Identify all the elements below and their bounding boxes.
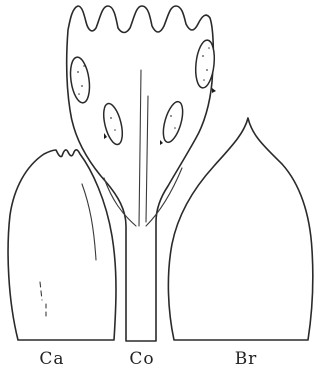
bract-label: Br — [235, 349, 258, 369]
anther — [194, 39, 217, 89]
calyx-drawing — [8, 150, 116, 340]
anther — [160, 100, 187, 145]
style-line — [146, 96, 148, 222]
filament-line — [146, 168, 182, 226]
style-line — [139, 70, 141, 226]
anther-speckles — [77, 47, 210, 131]
calyx-outline — [8, 150, 116, 340]
anther-base-mark — [212, 88, 216, 93]
anther — [68, 56, 92, 104]
calyx-label: Ca — [39, 349, 64, 369]
calyx-vein — [40, 282, 42, 300]
corolla-drawing — [67, 6, 217, 341]
calyx-vein — [82, 184, 96, 260]
corolla-label: Co — [129, 349, 154, 369]
anther — [100, 102, 126, 147]
bract-outline — [168, 118, 312, 340]
bract-drawing — [168, 118, 312, 340]
anther-base-mark — [104, 133, 107, 139]
anther-base-mark — [160, 140, 163, 145]
